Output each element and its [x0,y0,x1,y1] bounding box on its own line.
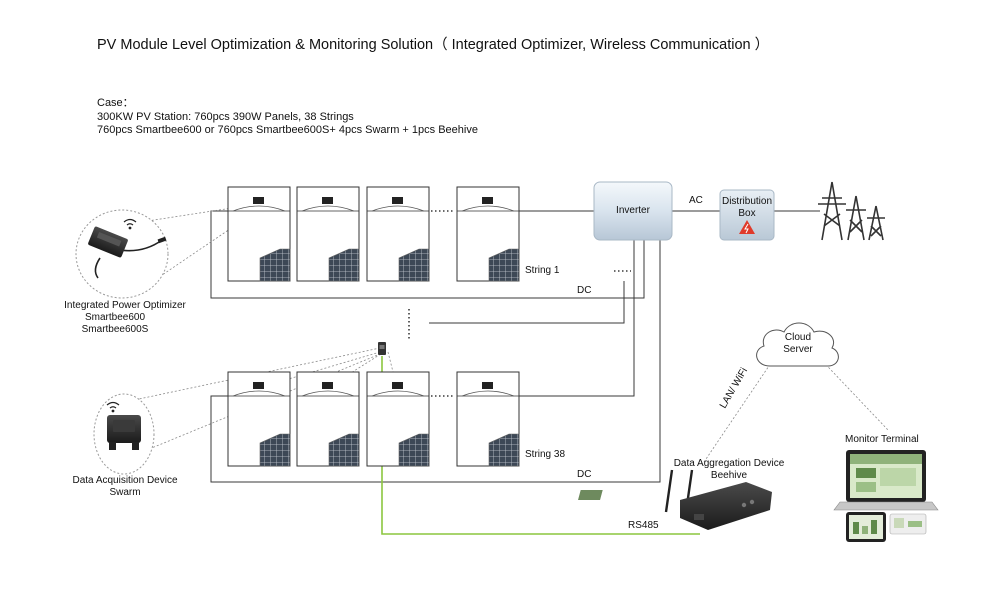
swarm-label-1: Data Acquisition Device [72,475,178,486]
string38-label: String 38 [525,449,566,460]
cloud-label-1: Cloud [784,332,812,343]
beehive-device [578,469,772,530]
ac-label: AC [689,195,703,206]
rs485-line [381,356,700,535]
case-heading: Case： [97,97,134,109]
dc-label-bottom: DC [577,469,592,480]
pv-panel [456,371,520,467]
pv-panel [296,186,360,282]
optimizer-label-1: Integrated Power Optimizer [64,300,186,311]
swarm-illustration [93,393,155,475]
dc-label-top: DC [577,285,592,296]
pv-panel [456,186,520,282]
distribution-label-1: Distribution [721,196,773,207]
pv-panel [227,371,291,467]
pv-panel [366,371,430,467]
monitor-terminal-label: Monitor Terminal [845,434,919,445]
cloud-label-2: Server [783,344,813,355]
beehive-label-2: Beehive [710,470,748,481]
distribution-box [719,189,775,241]
warning-icon [739,220,755,234]
swarm-node-icon [378,342,386,355]
monitor-terminal-icon [833,450,939,542]
string1-panels [227,186,520,282]
rs485-label: RS485 [628,520,659,531]
pv-panel [227,186,291,282]
case-line-2: 760pcs Smartbee600 or 760pcs Smartbee600… [97,124,478,136]
distribution-label-2: Box [738,208,756,219]
string38-wiring [210,240,661,483]
transmission-tower-icon [818,181,885,241]
optimizer-label-2: Smartbee600 [84,312,146,323]
string1-label: String 1 [525,265,560,276]
case-line-1: 300KW PV Station: 760pcs 390W Panels, 38… [97,110,354,123]
pv-panel [296,371,360,467]
inverter-label: Inverter [616,205,650,216]
pv-panel [366,186,430,282]
string38-panels [227,371,520,467]
dotted-connectors [408,210,631,397]
string1-wiring [210,210,645,324]
page-title: PV Module Level Optimization & Monitorin… [97,37,770,53]
beehive-label-1: Data Aggregation Device [673,458,785,469]
optimizer-label-3: Smartbee600S [81,324,149,335]
case-description: Case： 300KW PV Station: 760pcs 390W Pane… [97,97,478,138]
inverter-box [593,181,673,241]
swarm-label-2: Swarm [109,487,141,498]
optimizer-illustration [75,209,169,299]
cloud-icon [756,322,839,367]
